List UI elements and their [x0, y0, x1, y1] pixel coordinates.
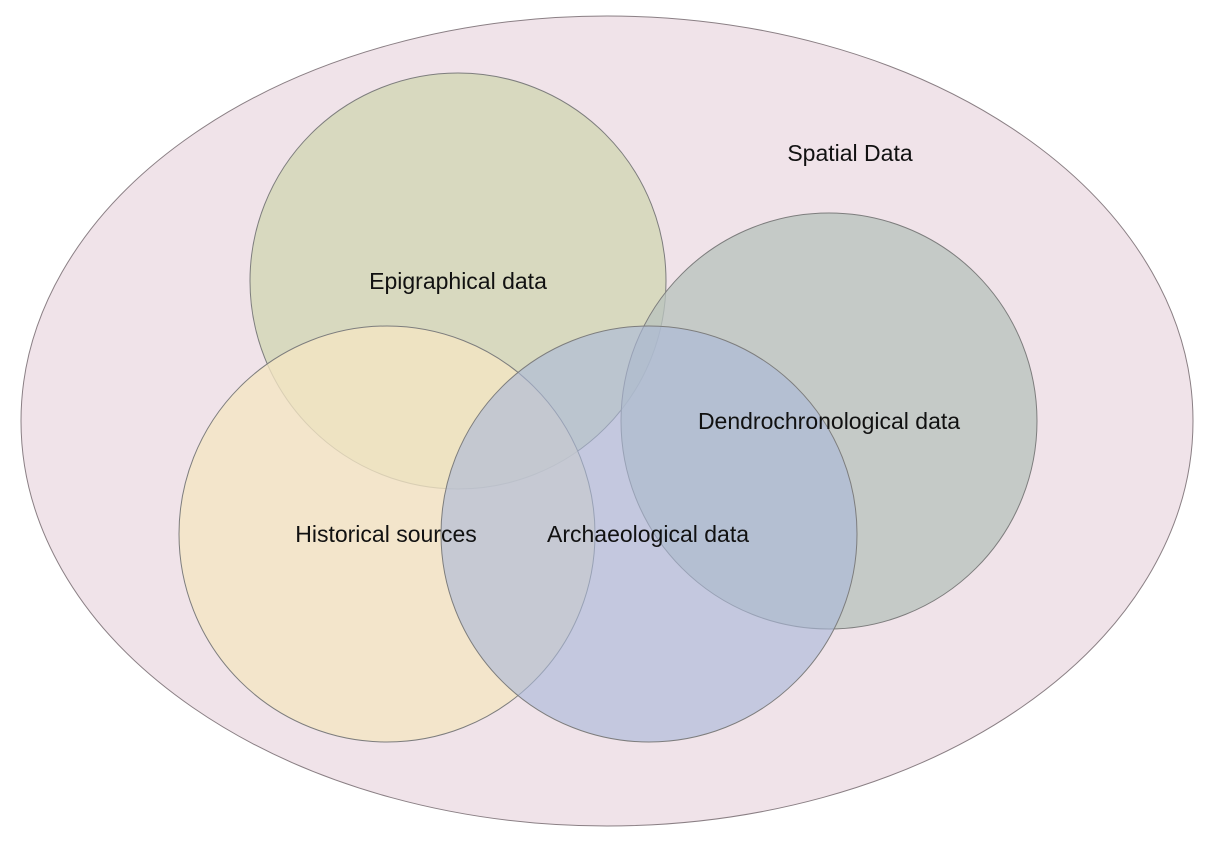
dendrochronological-data-label: Dendrochronological data: [698, 408, 960, 434]
archaeological-data-label: Archaeological data: [547, 521, 749, 547]
historical-sources-label: Historical sources: [295, 521, 477, 547]
archaeological-data-circle: [440, 325, 858, 743]
spatial-data-label: Spatial Data: [787, 140, 913, 166]
epigraphical-data-label: Epigraphical data: [369, 268, 547, 294]
